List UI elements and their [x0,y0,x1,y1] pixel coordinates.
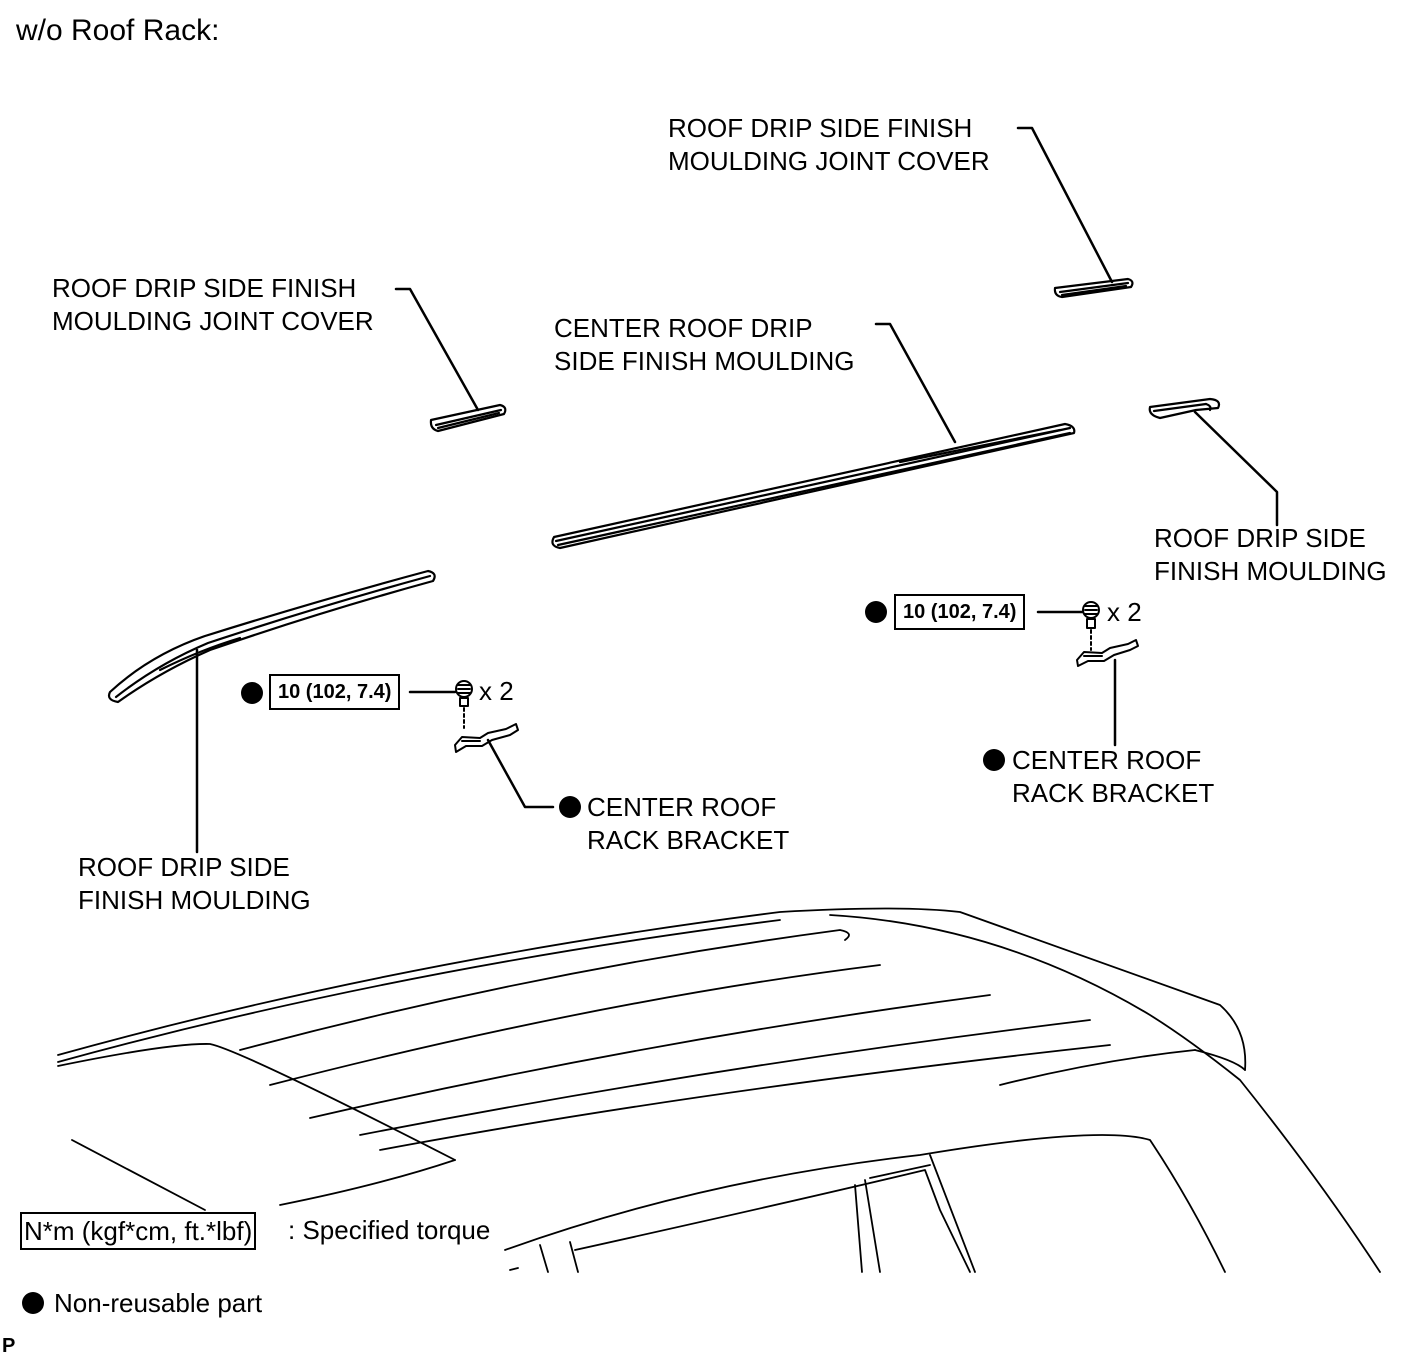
label-center-moulding-line2: SIDE FINISH MOULDING [554,346,855,376]
joint-cover-right [1053,277,1134,299]
bracket-right-part [1076,639,1139,667]
label-center-moulding-line1: CENTER ROOF DRIP [554,313,813,343]
torque-box-left: 10 (102, 7.4) [269,674,401,710]
label-joint-cover-right-line1: ROOF DRIP SIDE FINISH [668,113,973,143]
label-joint-cover-right: ROOF DRIP SIDE FINISH MOULDING JOINT COV… [668,112,990,178]
label-moulding-right: ROOF DRIP SIDE FINISH MOULDING [1154,522,1387,588]
bolt-left-icon [455,680,473,729]
center-moulding-part [551,422,1076,550]
label-joint-cover-left-line2: MOULDING JOINT COVER [52,306,374,336]
leader-moulding-right [1193,410,1279,527]
label-moulding-left: ROOF DRIP SIDE FINISH MOULDING [78,851,311,917]
bolt-qty-left: x 2 [479,676,514,706]
label-joint-cover-left: ROOF DRIP SIDE FINISH MOULDING JOINT COV… [52,272,374,338]
label-moulding-right-line2: FINISH MOULDING [1154,556,1387,586]
leader-center-moulding [874,322,957,444]
legend-torque-units: N*m (kgf*cm, ft.*lbf) [20,1212,257,1250]
label-bracket-left: CENTER ROOF RACK BRACKET [587,791,789,857]
bracket-left-part [454,723,519,753]
leader-bracket-left [486,738,555,809]
leader-joint-cover-left [394,287,480,412]
legend-nonreusable-dot [22,1292,44,1314]
bolt-qty-right: x 2 [1107,597,1142,627]
leader-lines [195,126,1279,854]
nonreusable-dot-torque-right [865,601,887,623]
label-bracket-right-line1: CENTER ROOF [1012,745,1202,775]
moulding-left-part [107,569,436,704]
label-joint-cover-left-line1: ROOF DRIP SIDE FINISH [52,273,357,303]
joint-cover-left [429,403,507,433]
label-moulding-left-line1: ROOF DRIP SIDE [78,852,290,882]
leader-joint-cover-right [1016,126,1114,284]
label-moulding-left-line2: FINISH MOULDING [78,885,311,915]
label-bracket-right-line2: RACK BRACKET [1012,778,1215,808]
label-bracket-left-line2: RACK BRACKET [587,825,790,855]
vehicle-body [57,907,1381,1273]
torque-box-right: 10 (102, 7.4) [894,594,1026,630]
nonreusable-dot-bracket-left [559,796,581,818]
label-bracket-left-line1: CENTER ROOF [587,792,777,822]
moulding-right-part [1148,397,1221,420]
nonreusable-dot-bracket-right [983,749,1005,771]
nonreusable-dot-torque-left [241,682,263,704]
legend-nonreusable-text: Non-reusable part [54,1288,263,1318]
legend-torque-text: : Specified torque [288,1215,491,1245]
label-moulding-right-line1: ROOF DRIP SIDE [1154,523,1366,553]
footer-code: P [2,1335,16,1357]
label-joint-cover-right-line2: MOULDING JOINT COVER [668,146,990,176]
label-center-moulding: CENTER ROOF DRIP SIDE FINISH MOULDING [554,312,854,378]
bolt-right-icon [1082,601,1100,651]
page-title: w/o Roof Rack: [16,14,220,47]
label-bracket-right: CENTER ROOF RACK BRACKET [1012,744,1214,810]
